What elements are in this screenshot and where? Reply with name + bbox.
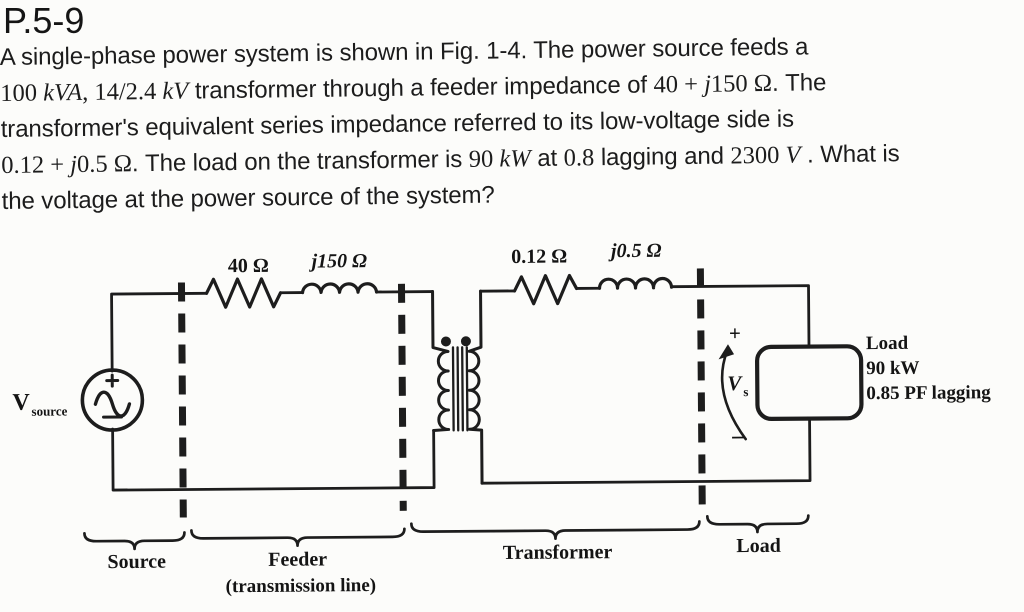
feeder-inductor-symbol bbox=[302, 284, 376, 293]
transformer-core bbox=[453, 347, 467, 430]
problem-number: P.5-9 bbox=[3, 0, 84, 42]
math-segment: kVA bbox=[43, 79, 82, 107]
ac-source-sine-icon bbox=[95, 392, 129, 416]
load-power-label: 90 kW bbox=[866, 358, 919, 379]
vs-subscript: s bbox=[743, 384, 748, 399]
transformer-inductor-label: j0.5 Ω bbox=[608, 240, 662, 262]
feeder-resistor-label: 40 Ω bbox=[228, 255, 269, 277]
secondary-loop-wire bbox=[481, 286, 811, 484]
vs-plus-sign: + bbox=[729, 321, 741, 345]
math-segment: V bbox=[785, 142, 800, 169]
text-segment: . The bbox=[772, 69, 827, 97]
dot-primary bbox=[441, 336, 451, 346]
vs-label: V bbox=[727, 371, 743, 395]
primary-loop-wire bbox=[112, 292, 435, 491]
text-segment: transformer through a feeder impedance o… bbox=[188, 71, 654, 104]
transformer-inductor-symbol bbox=[599, 278, 671, 288]
transformer-resistor-symbol bbox=[514, 275, 576, 303]
feeder-brace bbox=[191, 529, 404, 547]
section-label-load: Load bbox=[736, 535, 781, 557]
transformer-primary-coil bbox=[433, 291, 449, 430]
boundary-dashed-line-3 bbox=[700, 268, 702, 507]
section-label-transformer: Transformer bbox=[503, 541, 613, 564]
text-segment: at bbox=[531, 145, 564, 172]
section-label-source: Source bbox=[107, 551, 166, 573]
transformer-secondary-coil bbox=[469, 291, 483, 483]
section-label-feeder-sub: (transmission line) bbox=[226, 575, 377, 597]
boundary-dashed-line-2 bbox=[401, 284, 403, 511]
boundary-dashed-line-1 bbox=[181, 283, 183, 518]
math-segment: kW bbox=[499, 145, 531, 172]
text-segment: . What is bbox=[800, 140, 899, 168]
load-box bbox=[757, 346, 862, 419]
math-segment: 90 bbox=[469, 145, 500, 172]
source-brace bbox=[84, 533, 184, 550]
math-segment: 0.8 bbox=[563, 144, 594, 171]
circuit-figure: V source 40 Ω j150 Ω 0.12 Ω j0.5 Ω + V s… bbox=[0, 233, 1024, 607]
math-segment: 40 + bbox=[653, 71, 704, 99]
math-segment: 150 Ω bbox=[711, 70, 772, 98]
section-label-feeder: Feeder bbox=[268, 548, 327, 570]
transformer-brace bbox=[411, 521, 699, 539]
source-voltage-subscript: source bbox=[31, 403, 67, 418]
feeder-inductor-label: j150 Ω bbox=[308, 250, 367, 272]
text-segment: A single-phase power system is shown in … bbox=[0, 33, 809, 71]
math-segment: 2300 bbox=[730, 142, 785, 170]
vs-minus-sign: − bbox=[731, 423, 746, 452]
load-brace bbox=[707, 516, 808, 533]
text-segment: lagging and bbox=[594, 142, 730, 171]
load-pf-label: 0.85 PF lagging bbox=[866, 382, 991, 404]
load-title-label: Load bbox=[866, 333, 909, 354]
problem-statement: A single-phase power system is shown in … bbox=[0, 27, 1022, 220]
text-segment: transformer's equivalent series impedanc… bbox=[1, 106, 795, 143]
text-segment: the voltage at the power source of the s… bbox=[2, 182, 495, 215]
transformer-resistor-label: 0.12 Ω bbox=[511, 246, 567, 268]
math-segment: 0.5 Ω bbox=[77, 150, 132, 178]
math-segment: kV bbox=[162, 78, 188, 105]
text-segment: . The load on the transformer is bbox=[132, 146, 469, 177]
math-segment: , 14/2.4 bbox=[82, 78, 163, 106]
math-segment: 100 bbox=[0, 79, 43, 107]
source-voltage-label: V bbox=[12, 390, 30, 416]
ac-source-plus-icon bbox=[107, 375, 118, 386]
math-segment: 0.12 + bbox=[1, 151, 70, 179]
feeder-resistor-symbol bbox=[206, 279, 280, 308]
dot-secondary bbox=[461, 336, 471, 346]
